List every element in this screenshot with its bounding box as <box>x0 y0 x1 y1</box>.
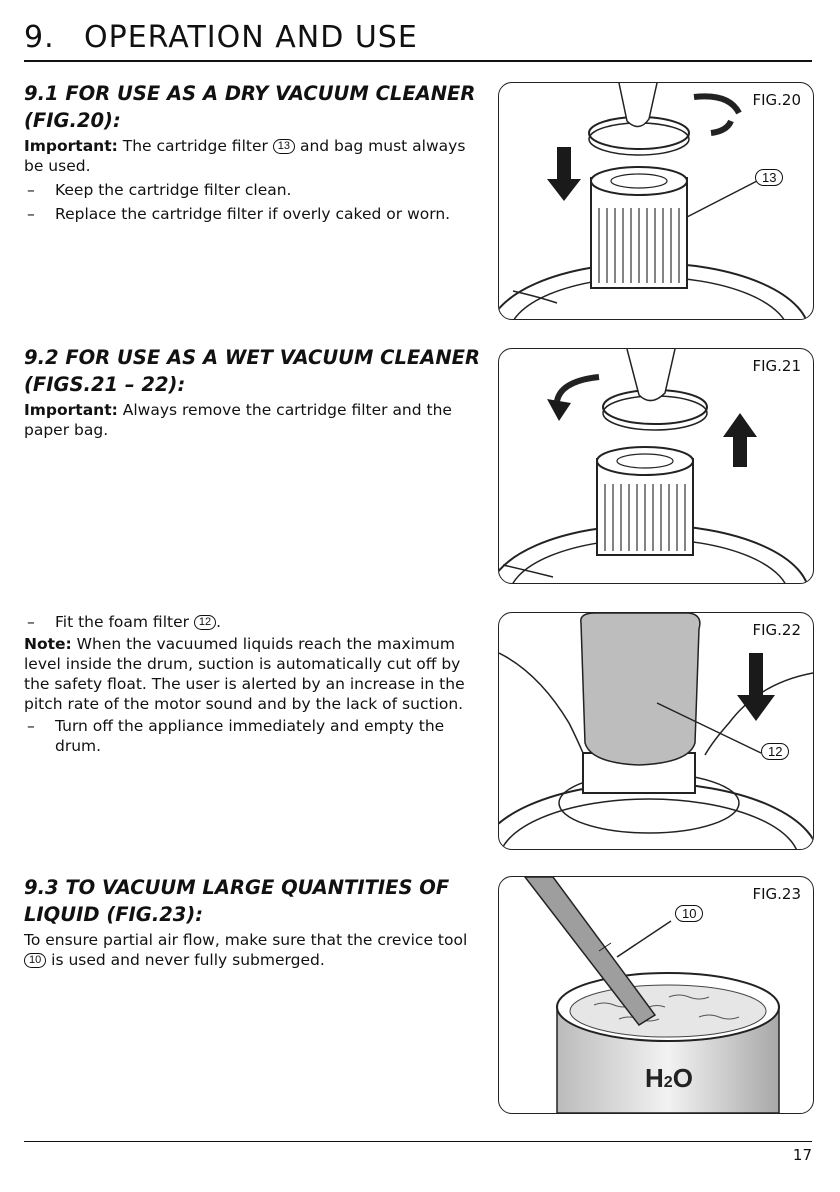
figure-22-label: FIG.22 <box>752 621 801 639</box>
callout-10: 10 <box>24 953 47 968</box>
dash-bullet: – <box>27 717 35 735</box>
figure-23-callout: 10 <box>675 905 704 922</box>
callout-12: 12 <box>193 615 217 630</box>
section-9-3-body: To ensure partial air flow, make sure th… <box>24 930 484 970</box>
heading-title: OPERATION AND USE <box>84 20 418 55</box>
list-item-text: Fit the foam filter <box>55 613 194 631</box>
figure-23: FIG.23 10 H2O <box>498 876 814 1114</box>
h2o-label: H2O <box>645 1063 693 1094</box>
section-9-1-title-line2: (FIG.20): <box>24 109 121 132</box>
section-9-2-title-line1: 9.2 FOR USE AS A WET VACUUM CLEANER <box>24 346 480 369</box>
header-rule <box>24 60 812 62</box>
section-9-2-wet-body: – Fit the foam filter 12. Note: When the … <box>24 612 484 756</box>
list-item: – Keep the cartridge filter clean. <box>24 180 484 200</box>
figure-23-label: FIG.23 <box>752 885 801 903</box>
list-item: – Replace the cartridge filter if overly … <box>24 204 484 224</box>
important-paragraph: Important: The cartridge filter 13 and b… <box>24 136 484 176</box>
page-heading: 9. OPERATION AND USE <box>24 20 418 55</box>
figure-23-illustration <box>524 877 780 1113</box>
important-label: Important: <box>24 401 118 419</box>
h2o-h: H <box>645 1063 664 1093</box>
list-item: – Fit the foam filter 12. <box>24 612 484 632</box>
page-number: 17 <box>792 1146 812 1164</box>
important-text-b: and bag must always be used. <box>24 137 466 175</box>
h2o-o: O <box>672 1063 693 1093</box>
heading-number: 9. <box>24 20 55 55</box>
list-item: – Turn off the appliance immediately and … <box>24 716 484 756</box>
dash-bullet: – <box>27 181 35 199</box>
section-9-2-important: Important: Always remove the cartridge f… <box>24 400 484 440</box>
figure-21: FIG.21 <box>498 348 814 584</box>
dash-bullet: – <box>27 613 35 631</box>
body-text-a: To ensure partial air flow, make sure th… <box>24 931 468 949</box>
important-text: Always remove the cartridge filter and t… <box>24 401 452 439</box>
note-paragraph: Note: When the vacuumed liquids reach th… <box>24 634 484 714</box>
note-label: Note: <box>24 635 72 653</box>
important-label: Important: <box>24 137 118 155</box>
figure-20: FIG.20 13 <box>498 82 814 320</box>
list-item-text: Replace the cartridge filter if overly c… <box>55 205 451 223</box>
footer-rule <box>24 1141 812 1142</box>
important-text-a: The cartridge filter <box>117 137 273 155</box>
figure-22: FIG.22 12 <box>498 612 814 850</box>
section-9-1-title: 9.1 FOR USE AS A DRY VACUUM CLEANER (FIG… <box>24 80 484 134</box>
figure-21-label: FIG.21 <box>752 357 801 375</box>
figure-21-illustration <box>499 349 808 583</box>
figure-20-callout: 13 <box>755 169 784 186</box>
section-9-3-title-line1: 9.3 TO VACUUM LARGE QUANTITIES OF <box>24 876 450 899</box>
section-9-1-title-line1: 9.1 FOR USE AS A DRY VACUUM CLEANER <box>24 82 476 105</box>
callout-13: 13 <box>272 139 296 154</box>
dash-bullet: – <box>27 205 35 223</box>
figure-20-label: FIG.20 <box>752 91 801 109</box>
section-9-1-body: Important: The cartridge filter 13 and b… <box>24 136 484 224</box>
list-item-text: Turn off the appliance immediately and e… <box>55 717 445 755</box>
body-text-b: is used and never fully submerged. <box>46 951 325 969</box>
section-9-2-title-line2: (FIGS.21 – 22): <box>24 373 186 396</box>
note-text: When the vacuumed liquids reach the maxi… <box>24 635 465 713</box>
figure-20-illustration <box>499 83 807 319</box>
section-9-3-title-line2: LIQUID (FIG.23): <box>24 903 204 926</box>
figure-22-illustration <box>499 613 813 849</box>
h2o-subscript: 2 <box>663 1074 673 1091</box>
list-item-text-end: . <box>216 613 222 631</box>
list-item-text: Keep the cartridge filter clean. <box>55 181 292 199</box>
section-9-3-title: 9.3 TO VACUUM LARGE QUANTITIES OF LIQUID… <box>24 874 484 928</box>
section-9-2-title: 9.2 FOR USE AS A WET VACUUM CLEANER (FIG… <box>24 344 484 398</box>
figure-22-callout: 12 <box>761 743 790 760</box>
